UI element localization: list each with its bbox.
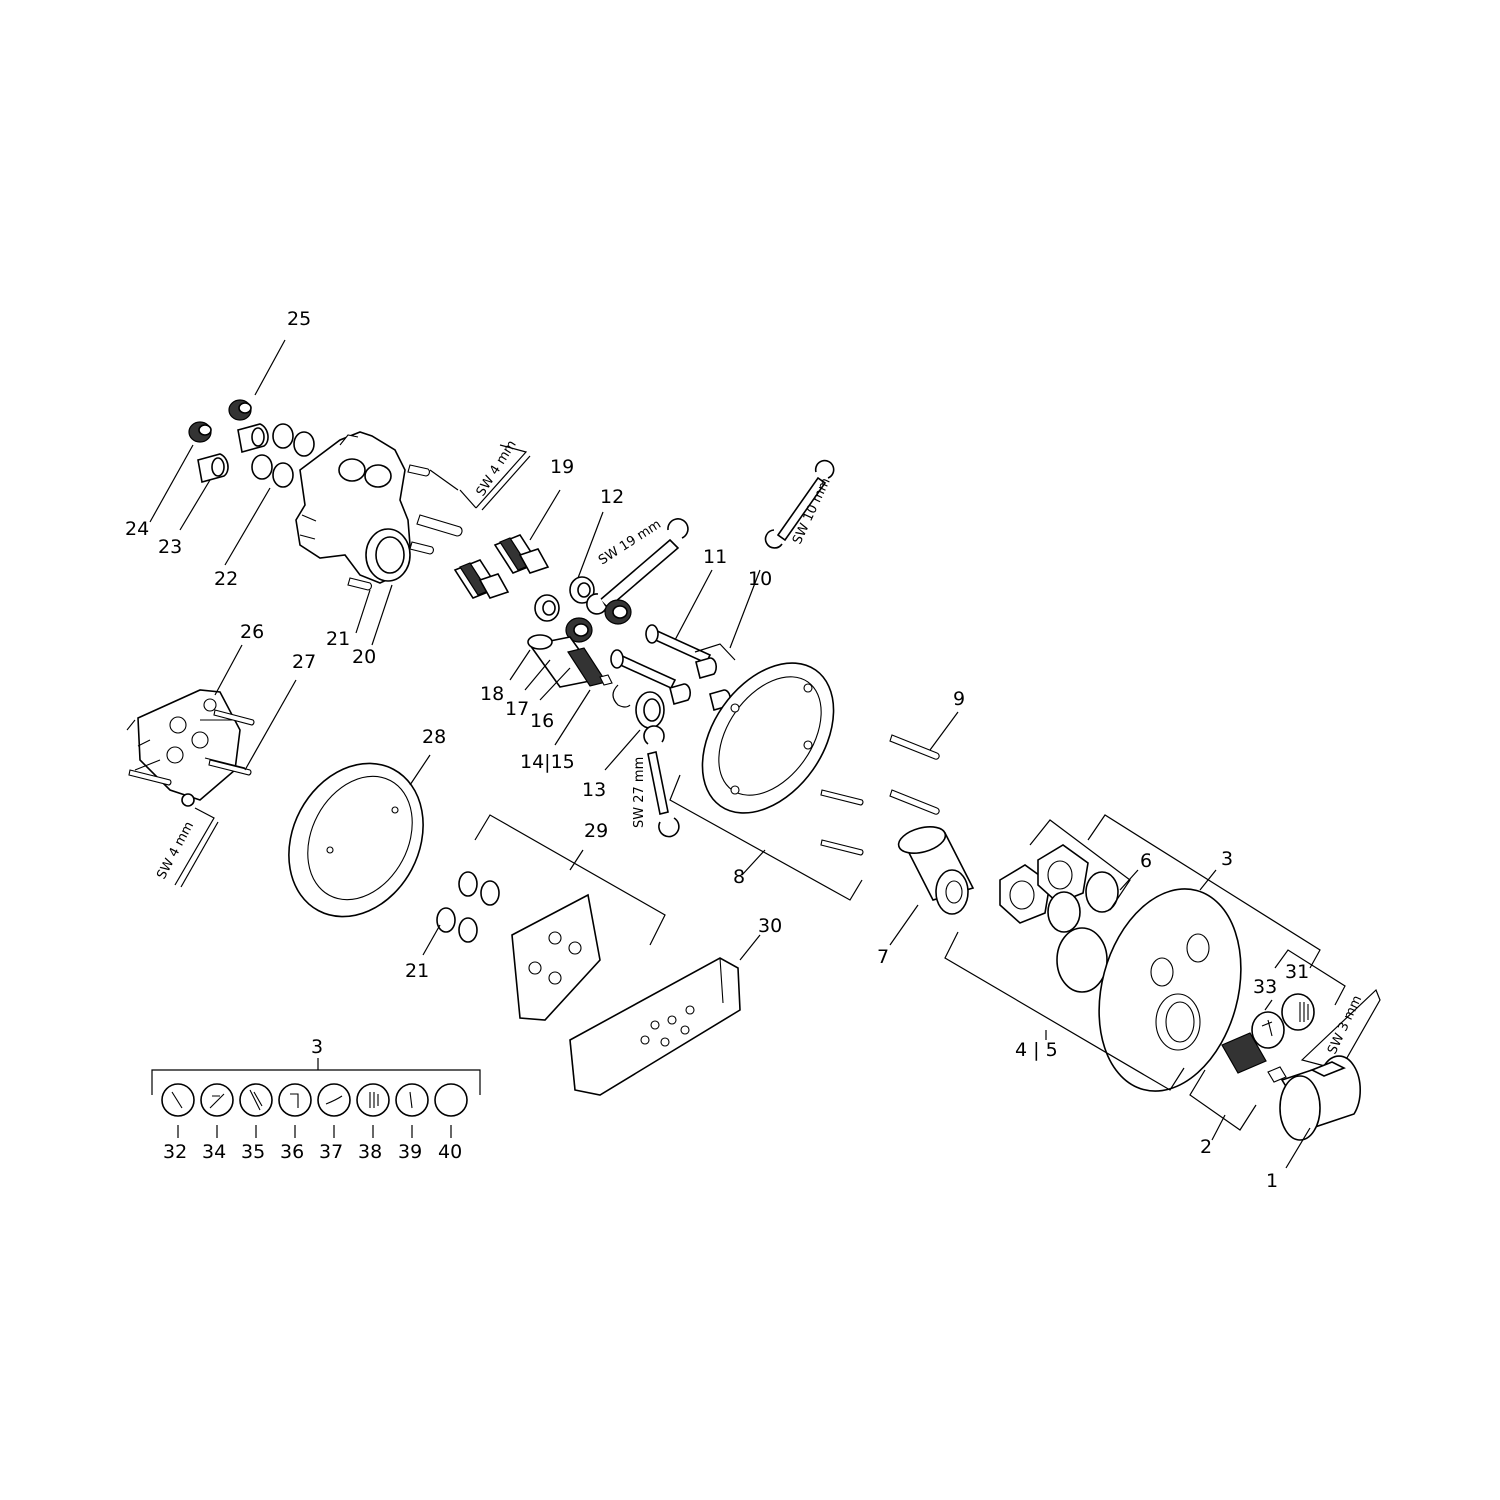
cartridge-19 [453, 489, 561, 599]
nut-12 [534, 511, 604, 622]
part-labels: 25 24 23 22 21 20 19 12 11 10 26 27 18 1… [125, 308, 1309, 1192]
label-9: 9 [953, 688, 965, 710]
label-40: 40 [438, 1141, 462, 1163]
label-16: 16 [530, 710, 554, 732]
handle-1-and-spindle-2 [1189, 1032, 1361, 1169]
springs [565, 599, 632, 643]
valve-body [295, 431, 463, 646]
cartridge-7 [889, 826, 975, 946]
ring-28 [288, 754, 431, 918]
hex-key-sw4-top: SW 4 mm [429, 438, 531, 511]
label-21-bottom: 21 [405, 960, 429, 982]
plate-29 [474, 814, 666, 1021]
sw4-top-label: SW 4 mm [474, 438, 520, 499]
cap-36 [278, 1083, 312, 1138]
label-1: 1 [1266, 1170, 1278, 1192]
cap-35 [239, 1083, 273, 1138]
label-4-5: 4 | 5 [1015, 1039, 1058, 1061]
cap-40 [434, 1083, 468, 1138]
label-17: 17 [505, 698, 529, 720]
sw3-label: SW 3 mm [1325, 993, 1365, 1056]
wrench-sw27: SW 27 mm [632, 725, 680, 838]
diverter-cartridge [509, 634, 631, 746]
label-31: 31 [1285, 961, 1309, 983]
label-12: 12 [600, 486, 624, 508]
caps-31-33 [1251, 949, 1346, 1049]
cap-34 [200, 1083, 234, 1138]
label-13: 13 [582, 779, 606, 801]
fitting-group-top-left [149, 339, 315, 566]
label-14-15: 14|15 [520, 751, 575, 773]
cover-plate [944, 888, 1242, 1092]
label-3-right: 3 [1221, 848, 1233, 870]
label-6: 6 [1140, 850, 1152, 872]
label-19: 19 [550, 456, 574, 478]
label-23: 23 [158, 536, 182, 558]
rear-plate-26 [126, 644, 297, 807]
cap-38 [356, 1083, 390, 1138]
label-39: 39 [398, 1141, 422, 1163]
label-33: 33 [1253, 976, 1277, 998]
label-28: 28 [422, 726, 446, 748]
label-18: 18 [480, 683, 504, 705]
label-3-left: 3 [311, 1036, 323, 1058]
cap-row-3 [151, 1058, 481, 1138]
bracket-3-right [1087, 814, 1321, 969]
bracket-30 [569, 934, 761, 1096]
label-10: 10 [748, 568, 772, 590]
label-30: 30 [758, 915, 782, 937]
label-36: 36 [280, 1141, 304, 1163]
hex-key-sw4-left: SW 4 mm [154, 807, 219, 888]
label-35: 35 [241, 1141, 265, 1163]
label-24: 24 [125, 518, 149, 540]
cap-32 [161, 1083, 195, 1138]
label-25: 25 [287, 308, 311, 330]
wrench-sw10: SW 10 mm [764, 459, 835, 549]
cap-37 [317, 1083, 351, 1138]
adapters-6 [999, 819, 1139, 933]
label-32: 32 [163, 1141, 187, 1163]
sw27-label: SW 27 mm [632, 757, 647, 828]
label-20: 20 [352, 646, 376, 668]
label-34: 34 [202, 1141, 226, 1163]
cap-39 [395, 1083, 429, 1138]
label-2: 2 [1200, 1136, 1212, 1158]
label-22: 22 [214, 568, 238, 590]
label-7: 7 [877, 946, 889, 968]
label-26: 26 [240, 621, 264, 643]
label-38: 38 [358, 1141, 382, 1163]
label-21-top: 21 [326, 628, 350, 650]
mounting-ring-8 [669, 662, 864, 901]
wrench-sw19: SW 19 mm [586, 517, 689, 615]
sw4-left-label: SW 4 mm [154, 819, 197, 882]
label-8: 8 [733, 866, 745, 888]
label-11: 11 [703, 546, 727, 568]
o-rings-21 [422, 871, 500, 956]
label-29: 29 [584, 820, 608, 842]
label-37: 37 [319, 1141, 343, 1163]
screws-9 [889, 711, 959, 815]
label-27: 27 [292, 651, 316, 673]
